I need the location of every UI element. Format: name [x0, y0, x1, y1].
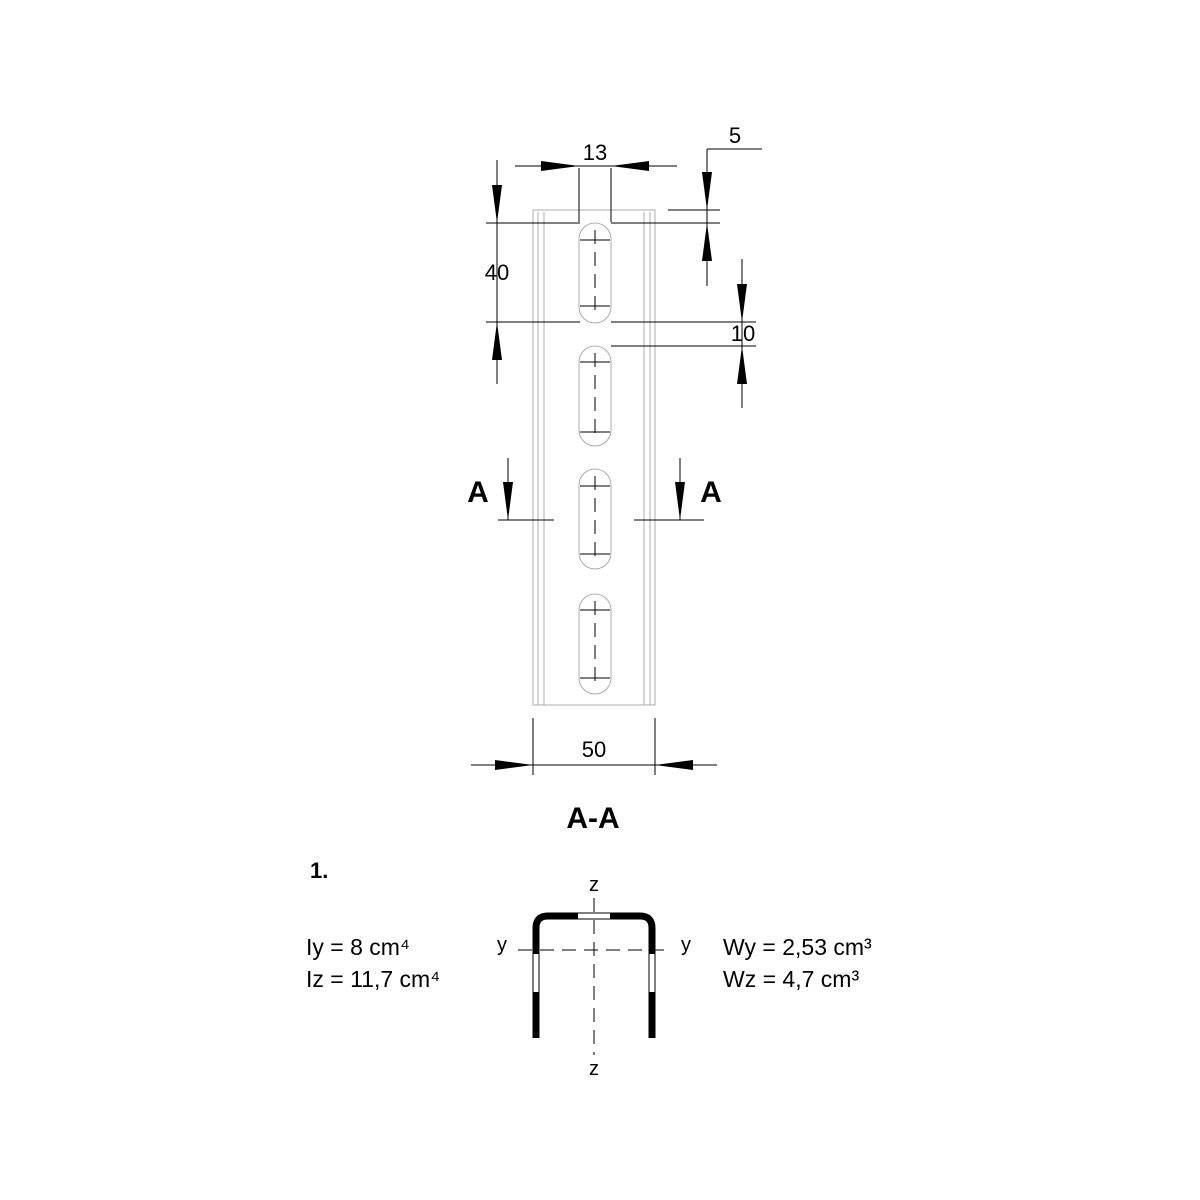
section-modulus-z: Wz = 4,7 cm³: [723, 966, 859, 992]
slot-outline: [578, 468, 612, 570]
arrowhead: [702, 172, 712, 210]
arrowhead: [702, 223, 712, 261]
arrowhead: [655, 760, 693, 770]
section-marker-right: A: [634, 458, 722, 521]
section-letter: A: [700, 476, 722, 509]
channel-outline: [532, 209, 656, 706]
arrowhead: [737, 346, 747, 384]
dimension-label: 13: [583, 140, 607, 165]
section-letter: A: [467, 476, 489, 509]
section-title: A-A: [566, 802, 619, 835]
dimension-label: 40: [485, 260, 509, 285]
arrowhead: [675, 482, 685, 520]
arrowhead: [495, 760, 533, 770]
arrowhead: [611, 161, 649, 171]
y-axis-label-right: y: [681, 934, 691, 956]
slot-outline: [578, 345, 612, 447]
y-axis-label-left: y: [497, 934, 507, 956]
profile-right-top-corner: [610, 912, 656, 954]
slot-outline: [578, 222, 612, 324]
profile-cross-section: [518, 898, 670, 1055]
dimension-slot-width: 13: [515, 140, 677, 222]
z-axis-label-bottom: z: [589, 1058, 599, 1080]
moment-of-inertia-y: Iy = 8 cm⁴: [306, 934, 410, 960]
dimension-channel-width: 50: [471, 718, 717, 775]
dimension-label: 5: [729, 123, 741, 148]
arrowhead: [541, 161, 579, 171]
slot-outline: [578, 593, 612, 695]
profile-number: 1.: [310, 858, 328, 883]
channel-elevation: [532, 209, 656, 706]
slot-1: [578, 222, 612, 324]
arrowhead: [492, 185, 502, 223]
moment-of-inertia-z: Iz = 11,7 cm⁴: [306, 966, 440, 992]
slot-2: [578, 345, 612, 447]
dimension-slot-length: 40: [485, 160, 580, 384]
section-modulus-y: Wy = 2,53 cm³: [723, 934, 872, 960]
dimension-slot-gap: 10: [611, 259, 756, 408]
dimension-label: 50: [582, 737, 606, 762]
slot-3: [578, 468, 612, 570]
section-marker-left: A: [467, 458, 554, 521]
arrowhead: [492, 322, 502, 360]
z-axis-label-top: z: [589, 874, 599, 896]
profile-left-top-corner: [532, 912, 578, 954]
arrowhead: [737, 284, 747, 322]
arrowhead: [503, 482, 513, 520]
dimension-label: 10: [731, 321, 755, 346]
slot-4: [578, 593, 612, 695]
dimension-edge-offset: 5: [611, 123, 762, 286]
